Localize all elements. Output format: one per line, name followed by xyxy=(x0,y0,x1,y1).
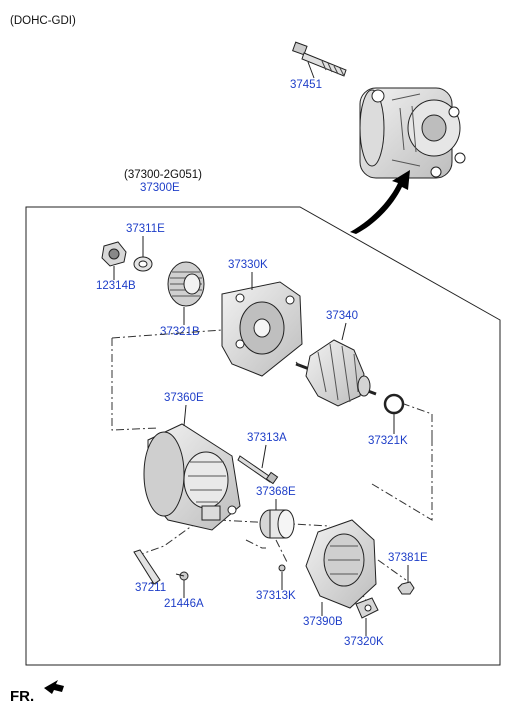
bolt-37451[interactable] xyxy=(292,41,347,77)
guide-lines xyxy=(111,329,433,605)
part-label-37368E[interactable]: 37368E xyxy=(256,486,296,498)
part-label-37381E[interactable]: 37381E xyxy=(388,552,428,564)
rotor-37340[interactable] xyxy=(295,339,377,407)
part-label-37360E[interactable]: 37360E xyxy=(164,392,204,404)
part-label-37311E[interactable]: 37311E xyxy=(126,223,165,235)
nut-37381E[interactable] xyxy=(397,581,415,595)
part-label-37321B[interactable]: 37321B xyxy=(160,326,200,338)
leader-37451 xyxy=(307,61,315,79)
part-label-37313A[interactable]: 37313A xyxy=(247,432,287,444)
part-label-37211[interactable]: 37211 xyxy=(135,582,167,594)
part-label-37320K[interactable]: 37320K xyxy=(344,636,384,648)
leader-37340 xyxy=(341,322,347,341)
bracket-37211[interactable] xyxy=(133,549,161,585)
screw-21446A[interactable] xyxy=(175,571,189,581)
part-label-37313K[interactable]: 37313K xyxy=(256,590,296,602)
part-label-21446A[interactable]: 21446A xyxy=(164,598,204,610)
screw-37313K[interactable] xyxy=(278,564,286,572)
part-label-37390B[interactable]: 37390B xyxy=(303,616,343,628)
assembly-ref-number: (37300-2G051) xyxy=(124,169,202,181)
regulator-37368E[interactable] xyxy=(259,509,295,539)
alternator-assembly-top[interactable] xyxy=(359,87,466,179)
part-label-37330K[interactable]: 37330K xyxy=(228,259,268,271)
part-label-12314B[interactable]: 12314B xyxy=(96,280,136,292)
bolt-37313A[interactable] xyxy=(237,455,279,485)
part-label-37321K[interactable]: 37321K xyxy=(368,435,408,447)
cap-12314B[interactable] xyxy=(101,241,127,267)
terminal-37320K[interactable] xyxy=(355,597,379,619)
ring-37321K[interactable] xyxy=(383,393,405,415)
assembly-part-number[interactable]: 37300E xyxy=(140,182,180,194)
part-label-37340[interactable]: 37340 xyxy=(326,310,358,322)
rear-cover-37390B[interactable] xyxy=(305,519,377,609)
front-direction-arrow-icon xyxy=(44,680,64,694)
leader-37360E xyxy=(183,404,187,427)
front-bracket-37330K[interactable] xyxy=(221,281,303,377)
engine-type-label: (DOHC-GDI) xyxy=(10,15,76,27)
assembly-pointer-arrow xyxy=(350,170,410,234)
part-label-37451[interactable]: 37451 xyxy=(290,79,322,91)
nut-37311E[interactable] xyxy=(133,256,153,272)
pulley-37321B[interactable] xyxy=(167,261,205,307)
assembly-frame xyxy=(25,206,501,666)
rear-housing-37360E[interactable] xyxy=(143,423,241,531)
front-direction-label: FR. xyxy=(10,688,35,705)
leader-37313A xyxy=(261,444,267,469)
